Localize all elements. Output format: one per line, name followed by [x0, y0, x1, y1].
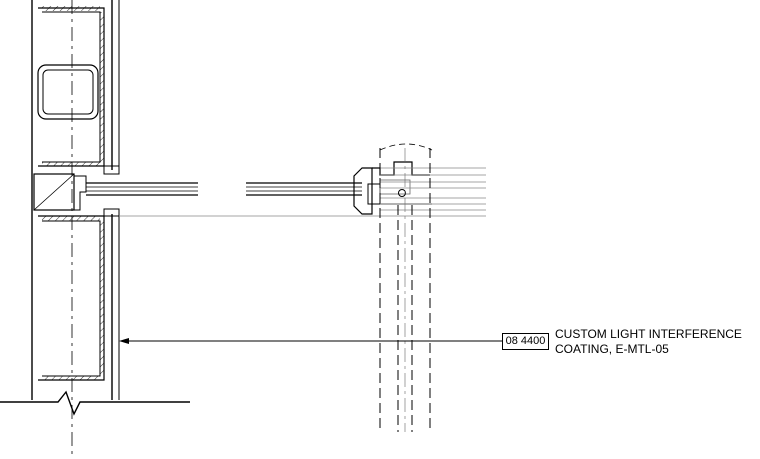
lower-stud [38, 215, 105, 381]
square-tube [37, 64, 99, 120]
fitting-detail [353, 143, 486, 432]
spec-tag: 08 4400 [502, 333, 549, 350]
leader-line [119, 338, 502, 344]
wall-assembly [0, 0, 190, 459]
annotation-note-line-1: CUSTOM LIGHT INTERFERENCE [555, 327, 742, 341]
glass-panel [86, 182, 362, 196]
break-line [0, 390, 190, 416]
mullion-block [33, 165, 120, 217]
annotation-note: CUSTOM LIGHT INTERFERENCE COATING, E-MTL… [555, 327, 742, 357]
upper-stud [38, 6, 105, 167]
annotation-note-line-2: COATING, E-MTL-05 [555, 342, 669, 356]
